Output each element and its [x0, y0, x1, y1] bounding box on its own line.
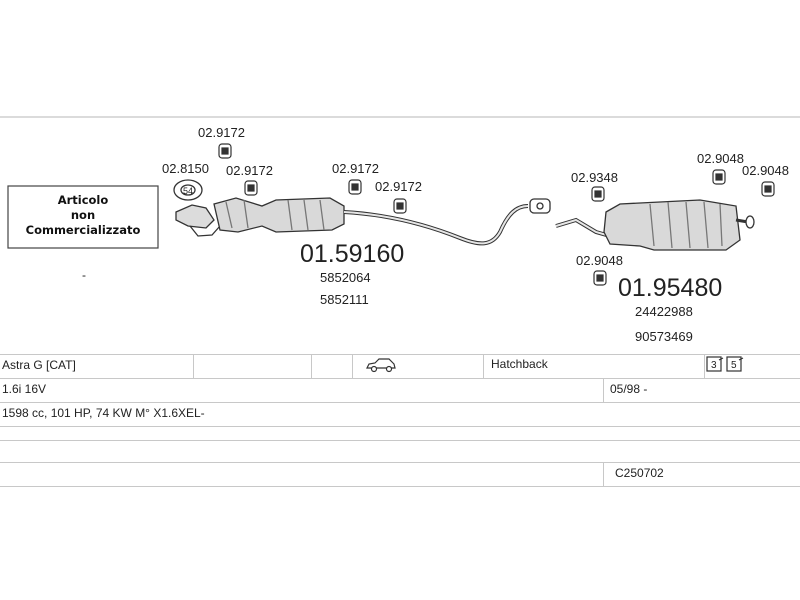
note-line-3: Commercializzato — [26, 223, 141, 237]
vehicle-body: Hatchback — [491, 357, 548, 371]
vehicle-model: Astra G [CAT] — [2, 358, 76, 372]
hanger-icon — [593, 270, 607, 286]
rear-oe-2: 90573469 — [635, 329, 693, 344]
svg-text:5: 5 — [731, 360, 737, 371]
vehicle-date: 05/98 - — [610, 382, 648, 396]
part-label-clamp-d: 02.9172 — [332, 161, 379, 176]
vehicle-spec: 1598 cc, 101 HP, 74 KW M° X1.6XEL- — [2, 406, 205, 420]
vehicle-code: C250702 — [615, 466, 664, 480]
hanger-icon — [712, 169, 726, 185]
rear-box-number: 01.95480 — [618, 274, 722, 302]
hanger-icon — [348, 179, 362, 195]
door-3-icon: 3 — [706, 356, 724, 375]
car-hatchback-icon — [365, 357, 397, 376]
front-silencer-drawing: 54 — [173, 179, 551, 246]
dash-mark: - — [82, 268, 86, 282]
part-label-clamp-c: 02.9172 — [226, 163, 273, 178]
svg-text:3: 3 — [711, 360, 717, 371]
hanger-icon — [218, 143, 232, 159]
part-label-clamp-e: 02.9172 — [375, 179, 422, 194]
part-label-clamp-a: 02.9172 — [198, 125, 245, 140]
front-oe-1: 5852064 — [320, 270, 371, 285]
door-5-icon: 5 — [726, 356, 744, 375]
part-label-clamp-h: 02.9048 — [742, 163, 789, 178]
rear-oe-1: 24422988 — [635, 304, 693, 319]
hanger-icon — [393, 198, 407, 214]
front-oe-2: 5852111 — [320, 292, 369, 307]
not-marketed-note: Articolo non Commercializzato — [7, 185, 159, 249]
part-label-clamp-b: 02.8150 — [162, 161, 209, 176]
gasket-label: 54 — [183, 186, 193, 196]
rear-silencer-drawing — [555, 199, 755, 251]
part-label-clamp-i: 02.9048 — [576, 253, 623, 268]
hanger-icon — [591, 186, 605, 202]
front-box-number: 01.59160 — [300, 240, 404, 268]
part-label-clamp-f: 02.9348 — [571, 170, 618, 185]
hanger-icon — [244, 180, 258, 196]
note-line-1: Articolo — [58, 193, 109, 207]
hanger-icon — [761, 181, 775, 197]
note-line-2: non — [71, 208, 95, 222]
part-label-clamp-g: 02.9048 — [697, 151, 744, 166]
vehicle-engine: 1.6i 16V — [2, 382, 47, 396]
